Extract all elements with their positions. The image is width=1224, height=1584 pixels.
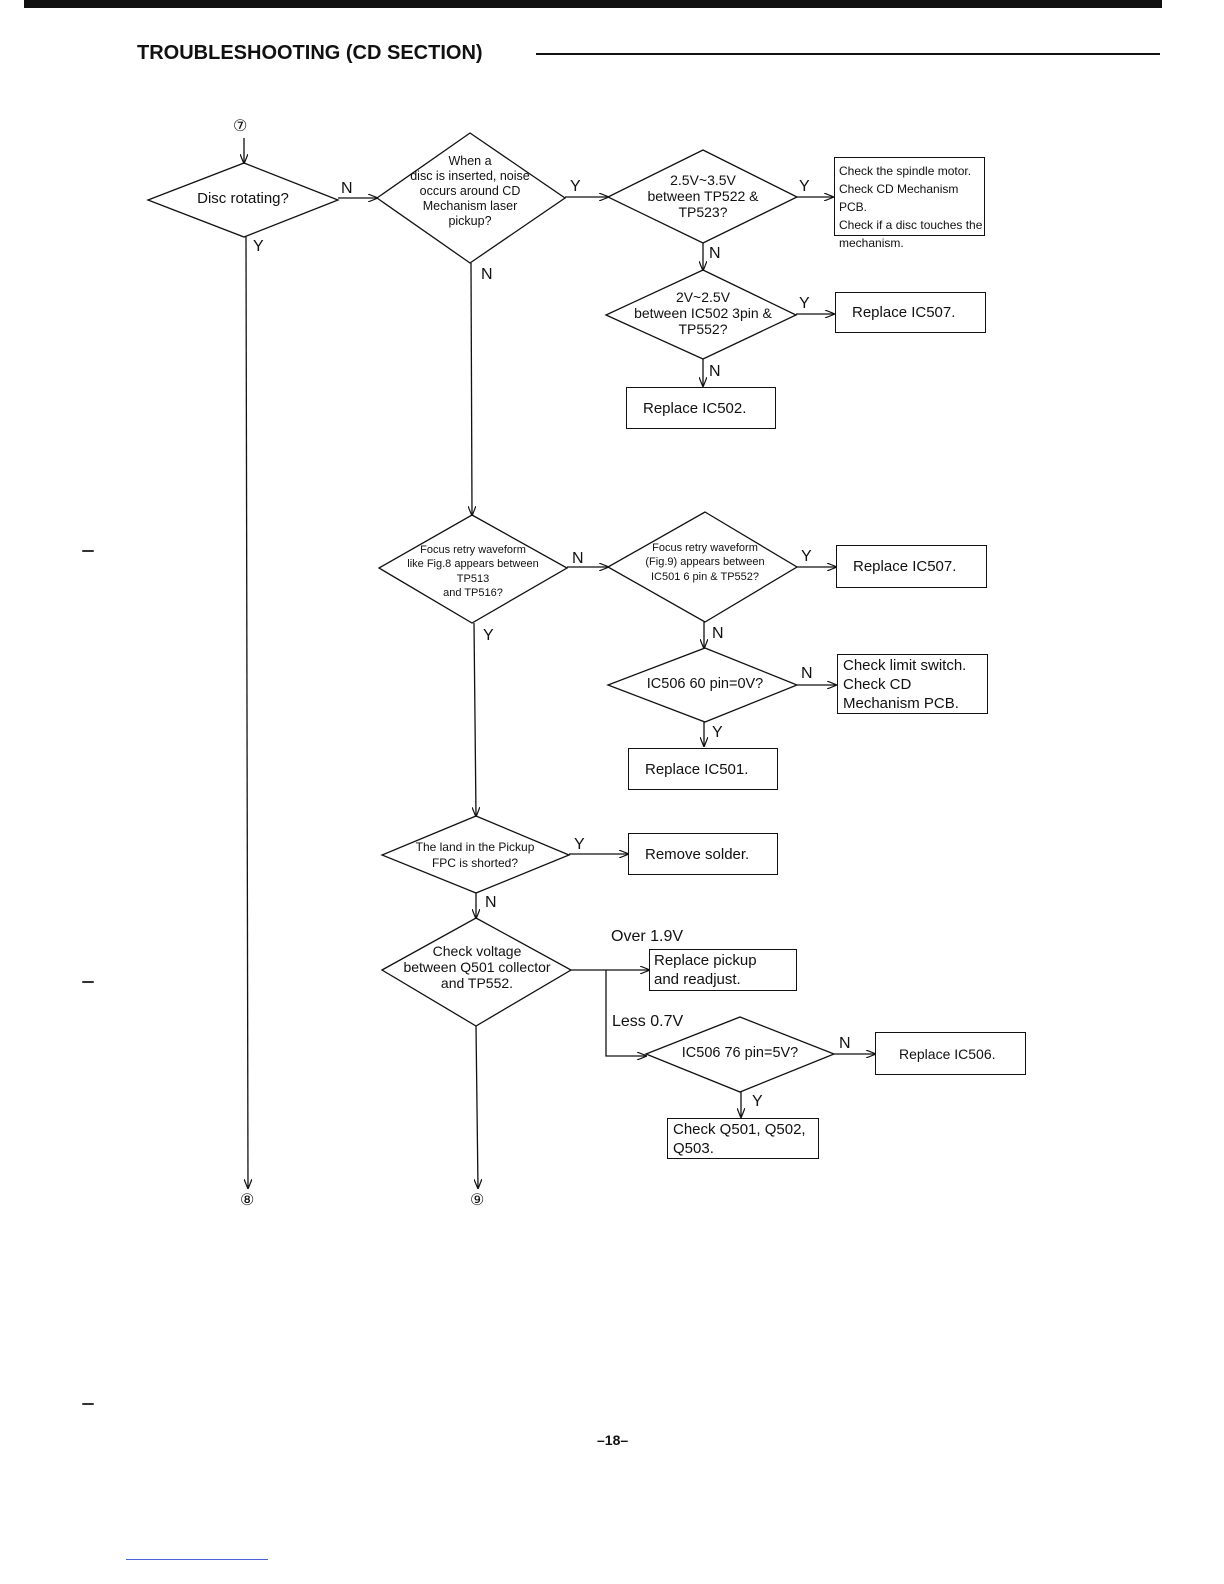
label-n-fig8: N xyxy=(572,550,584,567)
label-over-1-9v: Over 1.9V xyxy=(611,928,684,945)
connector-8: ⑧ xyxy=(240,1190,255,1209)
decision-noise: When a disc is inserted, noise occurs ar… xyxy=(410,154,530,228)
label-n-fig9: N xyxy=(712,625,724,642)
label-n-pickup-land: N xyxy=(485,894,497,911)
action-replace-ic502: Replace IC502. xyxy=(626,387,776,429)
action-replace-ic507-a: Replace IC507. xyxy=(835,292,986,333)
page-title: TROUBLESHOOTING (CD SECTION) xyxy=(137,42,483,64)
action-replace-ic507-b: Replace IC507. xyxy=(836,545,987,588)
diamond-disc-rotating xyxy=(146,162,340,238)
connector-7: ⑦ xyxy=(233,116,248,135)
action-replace-ic506: Replace IC506. xyxy=(875,1032,1026,1075)
decision-check-voltage: Check voltage between Q501 collector and… xyxy=(403,943,551,992)
label-y-ic502: Y xyxy=(799,295,810,312)
label-n-ic506-76: N xyxy=(839,1035,851,1052)
action-check-spindle: Check the spindle motor. Check CD Mechan… xyxy=(834,157,985,250)
title-rule xyxy=(536,53,1160,55)
decision-ic506-60: IC506 60 pin=0V? xyxy=(646,676,764,692)
decision-focus-fig8: Focus retry waveform like Fig.8 appears … xyxy=(407,544,539,599)
diamond-noise xyxy=(375,132,567,264)
label-y-fig9: Y xyxy=(801,548,812,565)
page-number: –18– xyxy=(597,1432,629,1448)
label-n-ic506-60: N xyxy=(801,665,813,682)
action-check-limit-switch: Check limit switch. Check CD Mechanism P… xyxy=(837,654,988,714)
diamond-ic506-76 xyxy=(644,1016,836,1093)
margin-mark xyxy=(82,550,94,552)
action-remove-solder: Remove solder. xyxy=(628,833,778,875)
label-y-ic506-76: Y xyxy=(752,1093,763,1110)
label-y-pickup-land: Y xyxy=(574,836,585,853)
label-n-tp522: N xyxy=(709,245,721,262)
bottom-link-underline xyxy=(126,1559,268,1560)
margin-mark xyxy=(82,1403,94,1405)
label-n-ic502: N xyxy=(709,363,721,380)
action-replace-ic501: Replace IC501. xyxy=(628,748,778,790)
action-check-q: Check Q501, Q502, Q503. xyxy=(667,1118,819,1159)
diamond-focus-fig9 xyxy=(606,511,799,623)
decision-ic502: 2V~2.5V between IC502 3pin & TP552? xyxy=(634,289,772,338)
decision-tp522: 2.5V~3.5V between TP522 & TP523? xyxy=(647,172,759,221)
label-y-tp522: Y xyxy=(799,178,810,195)
decision-pickup-land: The land in the Pickup FPC is shorted? xyxy=(415,840,535,870)
label-y-ic506-60: Y xyxy=(712,724,723,741)
top-border-bar xyxy=(24,0,1162,8)
decision-disc-rotating: Disc rotating? xyxy=(197,190,289,207)
label-y-disc: Y xyxy=(253,238,264,255)
connector-9: ⑨ xyxy=(470,1190,485,1209)
label-y-noise: Y xyxy=(570,178,581,195)
label-n-noise: N xyxy=(481,266,493,283)
margin-mark xyxy=(82,981,94,983)
diamond-focus-fig8 xyxy=(377,514,569,624)
action-replace-pickup: Replace pickup and readjust. xyxy=(649,949,797,991)
label-y-fig8: Y xyxy=(483,627,494,644)
decision-ic506-76: IC506 76 pin=5V? xyxy=(681,1045,799,1061)
label-n-disc: N xyxy=(341,180,353,197)
label-less-0-7v: Less 0.7V xyxy=(612,1013,684,1030)
diamond-ic506-60 xyxy=(606,647,799,723)
decision-focus-fig9: Focus retry waveform (Fig.9) appears bet… xyxy=(645,542,765,583)
